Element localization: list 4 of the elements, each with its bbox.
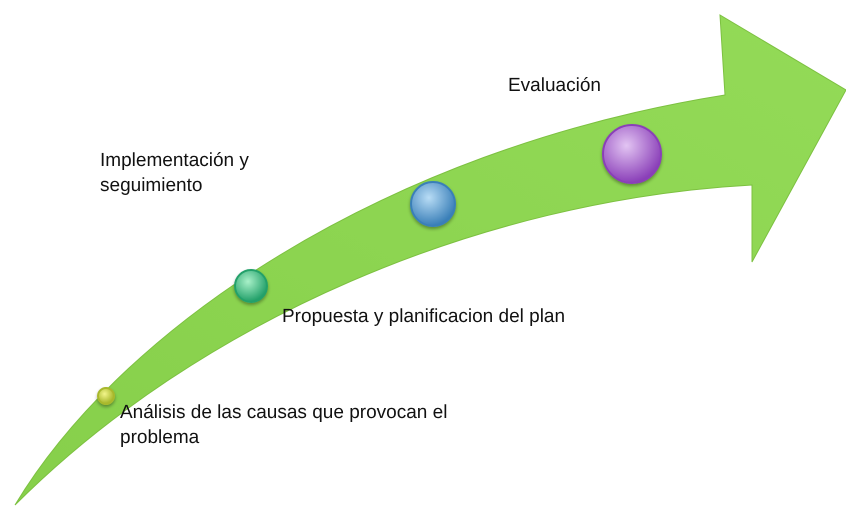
step-label: Propuesta y planificacion del plan: [282, 305, 566, 329]
step-label: Evaluación: [508, 74, 601, 98]
step-label: Análisis de las causas que provocan el problema: [120, 401, 448, 450]
step-label: Implementación y seguimiento: [100, 149, 250, 198]
